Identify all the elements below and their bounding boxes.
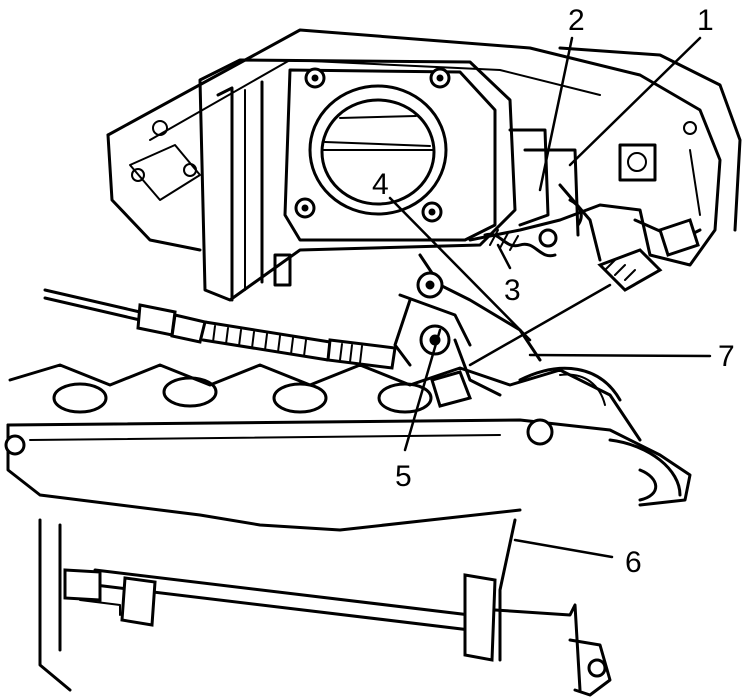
lower-rod-bracket <box>38 518 612 697</box>
leader-line-7b <box>468 283 612 367</box>
intake-manifold <box>4 363 692 532</box>
throttle-body <box>198 58 517 302</box>
intake-plenum <box>106 28 742 267</box>
leader-line-1 <box>568 36 702 167</box>
callout-2: 2 <box>568 4 585 37</box>
leader-line-2 <box>538 36 574 192</box>
callout-5: 5 <box>395 460 412 493</box>
throttle-linkage <box>393 128 702 408</box>
callout-1: 1 <box>697 4 714 37</box>
leader-line-4 <box>388 196 532 342</box>
callout-3: 3 <box>504 274 521 307</box>
callout-6: 6 <box>625 546 642 579</box>
callout-7: 7 <box>718 340 735 373</box>
leader-line-5 <box>403 328 442 452</box>
leader-line-6 <box>513 538 614 559</box>
leader-line-7 <box>528 353 712 358</box>
leader-lines <box>388 36 712 559</box>
accelerator-cable <box>43 288 397 370</box>
callout-4: 4 <box>372 168 389 201</box>
leader-line-3 <box>496 243 512 270</box>
